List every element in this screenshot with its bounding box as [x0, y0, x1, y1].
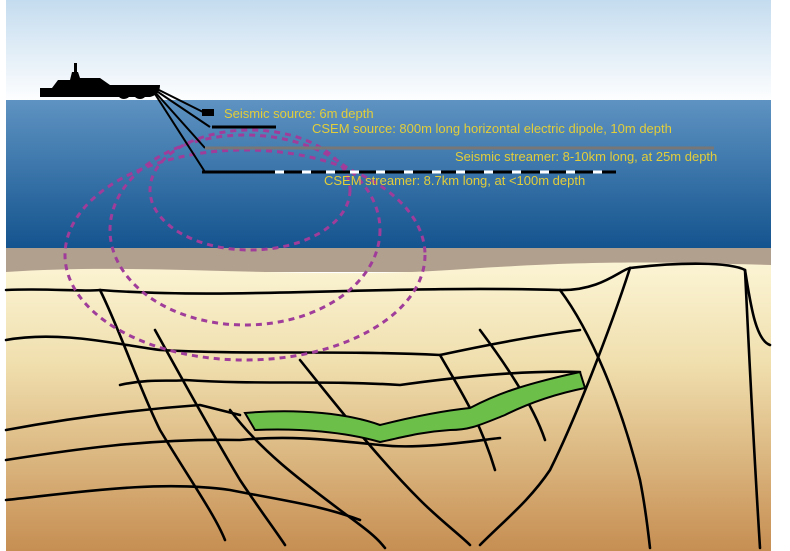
em-field-rings [63, 128, 427, 362]
csem-streamer-label: CSEM streamer: 8.7km long, at <100m dept… [324, 173, 585, 188]
fault-7 [478, 266, 632, 547]
horizon-1 [4, 266, 632, 295]
horizon-3 [118, 370, 582, 387]
csem-source-label: CSEM source: 800m long horizontal electr… [312, 121, 672, 136]
fault-5 [438, 353, 497, 472]
fault-1 [98, 288, 227, 542]
cable-csem-streamer [154, 93, 206, 173]
cable-csem-source [154, 89, 211, 128]
geological-structure [4, 262, 772, 550]
seismic-source-marker [202, 109, 214, 116]
sea [6, 100, 771, 252]
sediment-layers [6, 262, 771, 551]
em-ring-middle [108, 133, 382, 327]
fault-4 [228, 408, 387, 550]
em-ring-outer [63, 148, 427, 362]
cable-seismic-streamer [154, 91, 206, 149]
tow-cables [154, 87, 211, 173]
fault-2 [153, 328, 287, 547]
fault-9 [743, 268, 762, 550]
survey-vessel-icon [40, 63, 160, 99]
horizon-5 [4, 436, 502, 462]
seismic-source-label: Seismic source: 6m depth [224, 106, 374, 121]
reservoir-layer [243, 370, 587, 444]
horizon-4 [4, 403, 242, 432]
horizon-2 [4, 328, 582, 357]
horizon-6 [4, 484, 362, 522]
fault-3 [298, 358, 472, 547]
cable-seismic-source [154, 87, 206, 114]
fault-8 [558, 288, 652, 550]
seismic-streamer-label: Seismic streamer: 8-10km long, at 25m de… [455, 149, 717, 164]
em-ring-inner [148, 128, 352, 252]
